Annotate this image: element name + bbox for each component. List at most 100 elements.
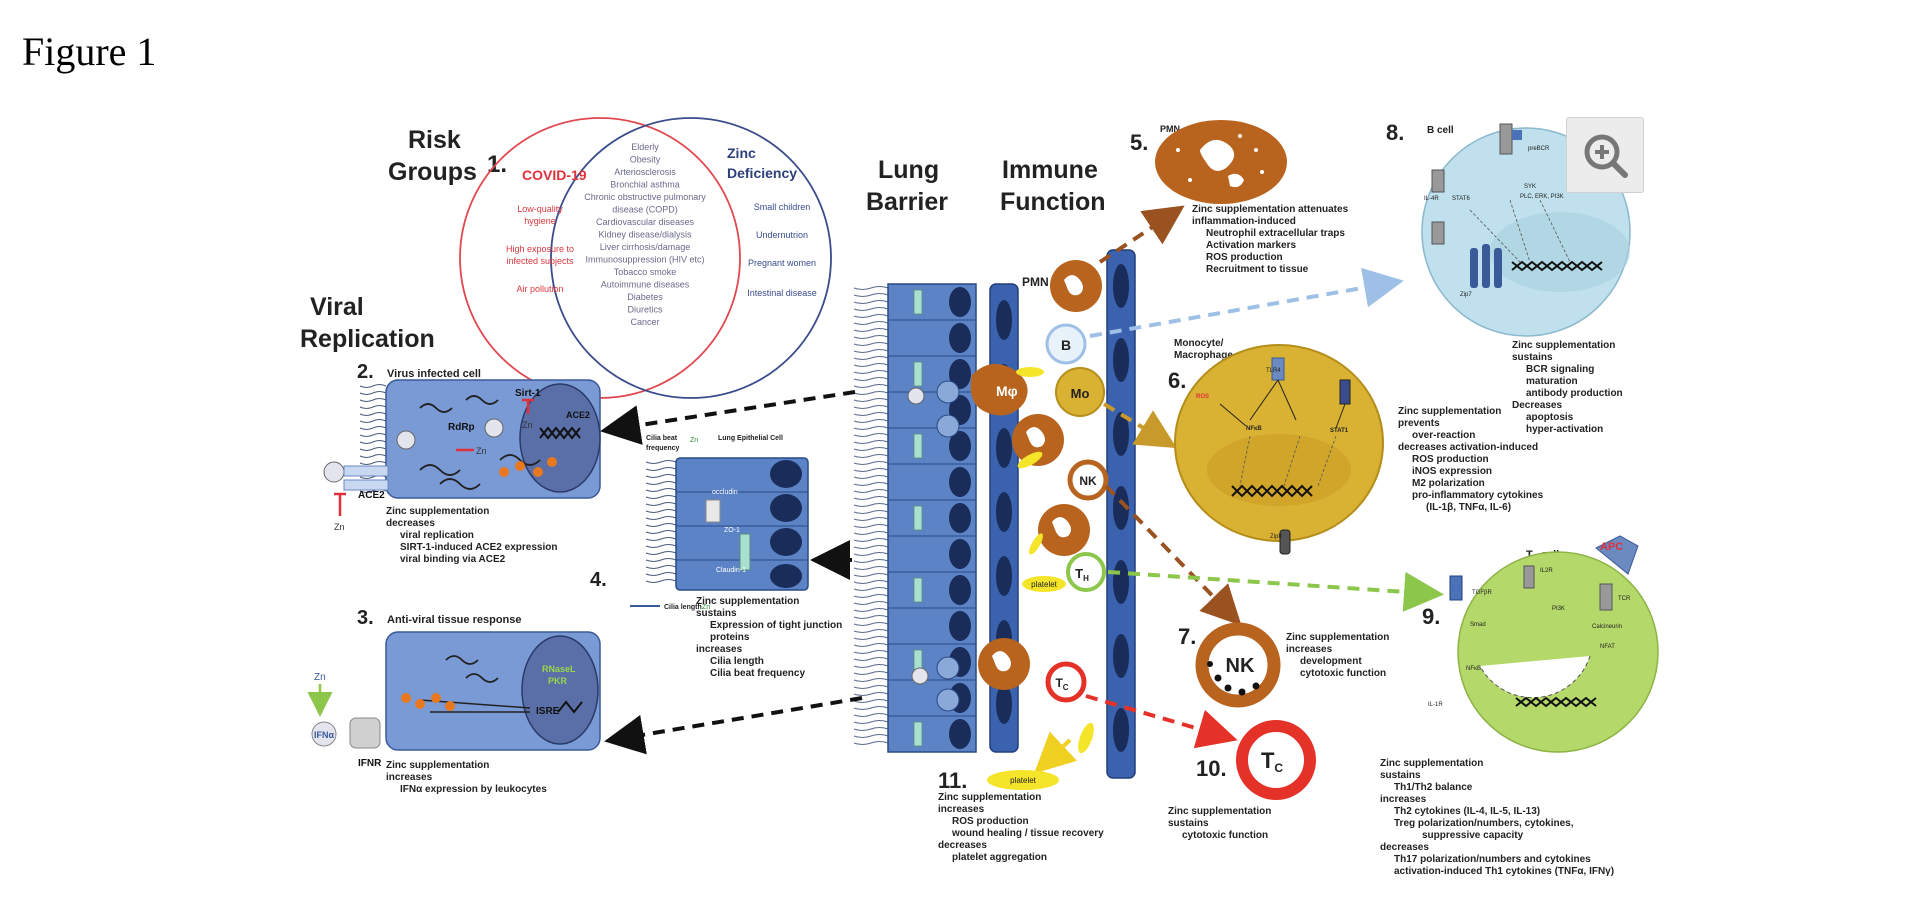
panel-9-pi3k: PI3K [1552, 606, 1565, 612]
panel-4-cilia-length: Cilia length [664, 604, 702, 611]
p9-text-line: Th2 cytokines (IL-4, IL-5, IL-13) [1394, 806, 1540, 817]
p9-text-line: increases [1380, 794, 1427, 805]
panel-9-nfkb: NFκB [1466, 666, 1481, 672]
vessel-right-nuclei [1113, 264, 1129, 752]
p11-text-line: increases [938, 804, 985, 815]
overlap-items-item: Cardiovascular diseases [596, 217, 695, 227]
zoom-button[interactable] [1566, 117, 1644, 193]
panel-3-title: Anti-viral tissue response [387, 614, 522, 626]
center-tc-cell [1045, 661, 1087, 703]
center-neutrophil-4 [978, 638, 1030, 690]
panel-4-zn-1: Zn [690, 437, 698, 444]
center-pmn-label: PMN [1022, 275, 1049, 289]
p6-text-line: ROS production [1412, 454, 1489, 465]
panel-11-platelet: 11. platelet Zinc supplementationincreas… [938, 768, 1104, 863]
zinc-items-item: Small children [754, 202, 811, 212]
risk-heading-1: Risk [408, 126, 461, 154]
panel-6-ros: ROS [1196, 394, 1209, 400]
panel-8-number: 8. [1386, 120, 1404, 145]
panel-7-nk-label: NK [1226, 655, 1255, 677]
center-neutrophil-3 [1038, 504, 1090, 556]
zinc-label-2: Deficiency [727, 165, 797, 181]
panel-4-lung-epithelial-cell: 4. Cilia beat frequency Zn Lung Epitheli… [590, 435, 842, 679]
arrow-to-panel-6 [1102, 402, 1177, 449]
p3-text-line: IFNα expression by leukocytes [400, 784, 547, 795]
p5-text-line: ROS production [1206, 252, 1283, 263]
panel-3-antiviral-response: 3. Anti-viral tissue response RNaseL PKR… [307, 607, 601, 795]
p5-text-line: Neutrophil extracellular traps [1206, 228, 1345, 239]
panel-11-platelet-label: platelet [1010, 776, 1037, 785]
panel-9-tgfbr: TGFβR [1472, 590, 1492, 596]
overlap-items-item: Diabetes [627, 292, 663, 302]
panel-3-ifna: IFNα [314, 730, 334, 740]
panel-9-nfat: NFAT [1600, 644, 1615, 650]
panel-7-number: 7. [1178, 624, 1196, 649]
center-mo-label: Mo [1071, 386, 1090, 401]
p5-text-line: Recruitment to tissue [1206, 264, 1309, 275]
panel-4-zn-2: Zn [702, 604, 710, 611]
panel-8-zip: Zip7 [1460, 292, 1472, 298]
risk-heading-2: Groups [388, 158, 477, 186]
panel-4-cilia-beat: Cilia beat [646, 435, 678, 442]
connection-arrows [600, 205, 1444, 774]
panel-8-stat6: STAT6 [1452, 196, 1470, 202]
risk-groups-section: Risk Groups 1. COVID-19 Zinc Deficiency … [388, 117, 832, 399]
p4-text-line: Expression of tight junction [710, 620, 842, 631]
p7-text-line: increases [1286, 644, 1333, 655]
center-b-label: B [1061, 337, 1071, 353]
p7-text-line: Zinc supplementation [1286, 632, 1389, 643]
center-nk-cell [1067, 459, 1109, 501]
panel-8-il4r: IL-4R [1424, 196, 1439, 202]
viral-heading-1: Viral [310, 293, 364, 321]
panel-10-tc-cell: 10. TC Zinc supplementationsustainscytot… [1168, 720, 1316, 841]
p6-text-line: M2 polarization [1412, 478, 1485, 489]
lung-heading-1: Lung [878, 156, 939, 184]
panel-8-prebcr: preBCR [1528, 146, 1550, 152]
panel-2-virus-infected-cell: 2. Virus infected cell ACE2 Sirt-1 Zn Rd… [323, 361, 601, 565]
zinc-items-item: Intestinal disease [747, 288, 817, 298]
overlap-items-item: Immunosuppression (HIV etc) [585, 255, 704, 265]
panel-2-zn-2: Zn [476, 446, 487, 456]
p11-text-line: decreases [938, 840, 987, 851]
p10-text-line: cytotoxic function [1182, 830, 1268, 841]
panel-6-number: 6. [1168, 368, 1186, 393]
p8-text-line: hyper-activation [1526, 424, 1603, 435]
p10-text-line: sustains [1168, 818, 1209, 829]
overlap-items-item: Arteriosclerosis [614, 167, 676, 177]
center-th-label: TH [1075, 566, 1089, 583]
p4-text-line: proteins [710, 632, 750, 643]
zinc-deficiency-circle [550, 117, 832, 399]
p4-text-line: increases [696, 644, 743, 655]
arrow-to-panel-11 [1034, 731, 1078, 774]
panel-4-frequency: frequency [646, 445, 680, 452]
p8-text-line: maturation [1526, 376, 1578, 387]
overlap-items-item: disease (COPD) [612, 205, 678, 215]
overlap-items-item: Elderly [631, 142, 659, 152]
p2-text-line: decreases [386, 518, 435, 529]
panel-3-ifnr: IFNR [358, 758, 382, 769]
overlap-items-item: Autoimmune diseases [601, 280, 690, 290]
panel-6-text: Zinc supplementationpreventsover-reactio… [1398, 406, 1544, 513]
p11-text-line: wound healing / tissue recovery [951, 828, 1104, 839]
p6-text-line: Zinc supplementation [1398, 406, 1501, 417]
lung-barrier-epithelium [853, 249, 1136, 779]
panel-3-isre: ISRE [536, 706, 560, 717]
p10-text-line: Zinc supplementation [1168, 806, 1271, 817]
panel-3-number: 3. [357, 607, 374, 629]
panel-9-th-cell: 9. TH cell APC TGFβR IL2R TCR Smad PI3K … [1380, 535, 1659, 877]
p8-text-line: Decreases [1512, 400, 1562, 411]
panel-10-number: 10. [1196, 756, 1227, 781]
p8-text-line: antibody production [1526, 388, 1623, 399]
panel-9-tcr: TCR [1618, 596, 1631, 602]
arrow-to-panel-5 [1098, 205, 1185, 264]
panel-10-label: TC [1261, 748, 1283, 775]
zinc-label-1: Zinc [727, 145, 756, 161]
arrow-to-panel-7 [1104, 484, 1242, 626]
panel-2-ace2-out: ACE2 [358, 490, 385, 501]
immune-heading-1: Immune [1002, 156, 1098, 184]
